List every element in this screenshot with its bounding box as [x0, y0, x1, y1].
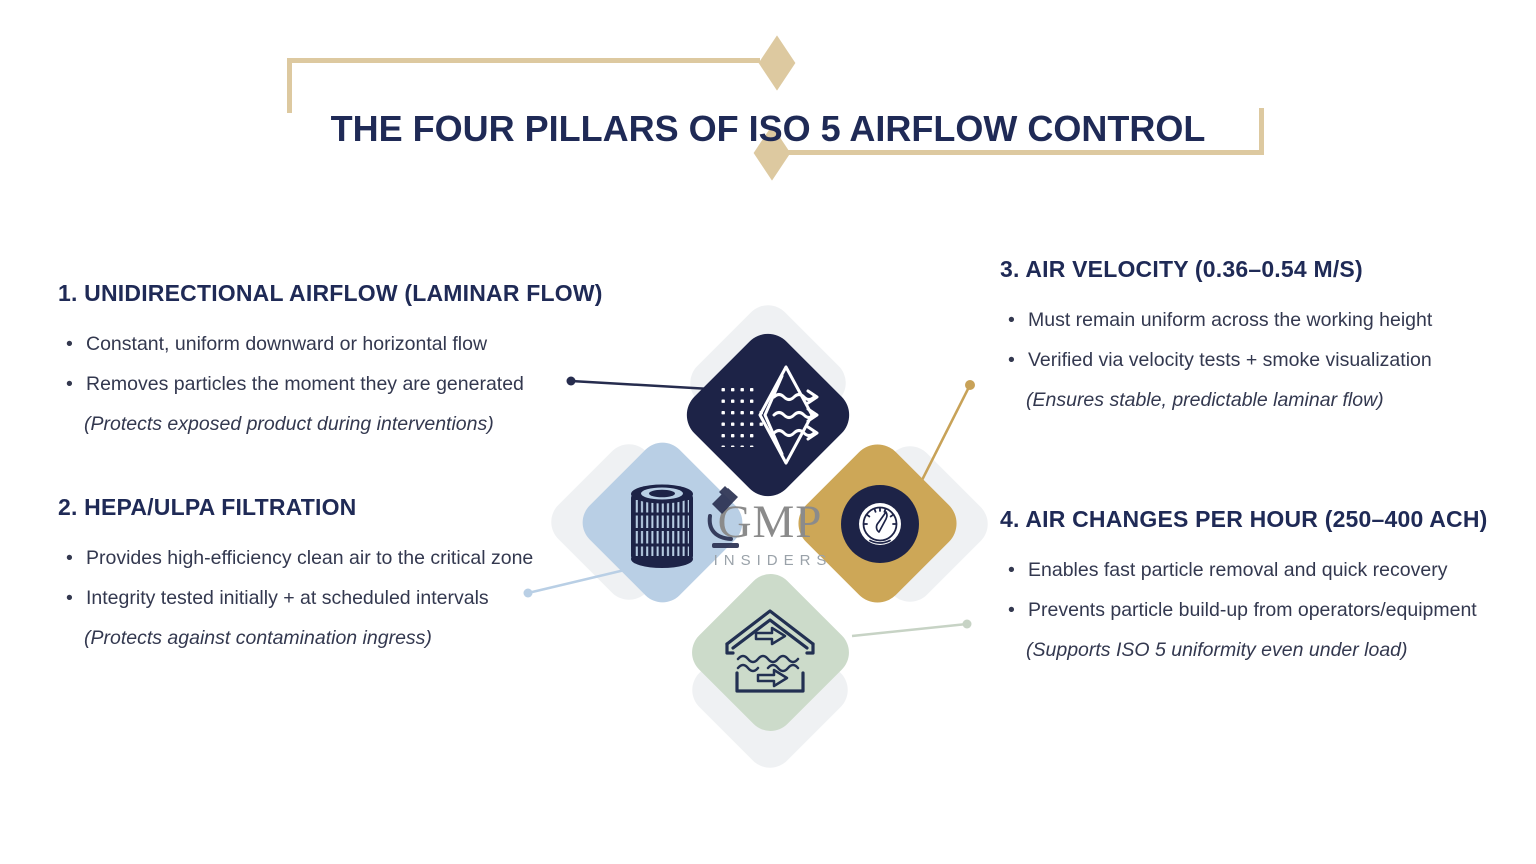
title-accent-line-top [287, 58, 760, 63]
bullet-item: Integrity tested initially + at schedule… [62, 585, 536, 612]
bullet-item: Prevents particle build-up from operator… [1004, 597, 1536, 624]
watermark-subtitle: INSIDERS [713, 552, 833, 569]
connector-dot-pillar3 [965, 380, 975, 390]
pillar-4-note: (Supports ISO 5 uniformity even under lo… [1026, 639, 1408, 661]
pillar-3-heading: 3. AIR VELOCITY (0.36–0.54 M/S) [1000, 256, 1363, 282]
pillar-3-bullets: Must remain uniform across the working h… [1004, 307, 1500, 374]
microscope-icon [704, 486, 748, 555]
title-accent-corner-left [287, 58, 292, 113]
bullet-item: Must remain uniform across the working h… [1004, 307, 1500, 334]
page-title: THE FOUR PILLARS OF ISO 5 AIRFLOW CONTRO… [330, 108, 1206, 150]
bullet-item: Verified via velocity tests + smoke visu… [1004, 347, 1500, 374]
pillar-4-section: 4. AIR CHANGES PER HOUR (250–400 ACH) En… [1000, 506, 1536, 664]
pillar-3-note: (Ensures stable, predictable laminar flo… [1026, 389, 1384, 411]
pillar-4-heading: 4. AIR CHANGES PER HOUR (250–400 ACH) [1000, 506, 1488, 532]
velocity-gauge-icon [841, 485, 919, 563]
pillar-2-bullets: Provides high-efficiency clean air to th… [62, 545, 536, 612]
pillar-2-section: 2. HEPA/ULPA FILTRATION Provides high-ef… [58, 494, 536, 652]
diamond-accent-top [758, 35, 796, 91]
title-accent-line-bottom [786, 150, 1264, 155]
laminar-flow-icon [712, 365, 824, 470]
watermark-brand: GMP [717, 496, 823, 548]
pillar-2-heading: 2. HEPA/ULPA FILTRATION [58, 494, 357, 520]
pillar-1-heading: 1. UNIDIRECTIONAL AIRFLOW (LAMINAR FLOW) [58, 280, 603, 306]
pillar-1-section: 1. UNIDIRECTIONAL AIRFLOW (LAMINAR FLOW)… [58, 280, 678, 438]
connector-dot-pillar4 [962, 619, 972, 629]
bullet-item: Provides high-efficiency clean air to th… [62, 545, 536, 572]
hepa-filter-cartridge-icon [629, 472, 695, 575]
bullet-item: Removes particles the moment they are ge… [62, 371, 678, 398]
pillar-1-bullets: Constant, uniform downward or horizontal… [62, 331, 678, 398]
pillar-2-note: (Protects against contamination ingress) [84, 627, 432, 649]
pillar-3-section: 3. AIR VELOCITY (0.36–0.54 M/S) Must rem… [1000, 256, 1500, 414]
air-change-ventilation-icon [720, 603, 820, 702]
pillar-4-bullets: Enables fast particle removal and quick … [1004, 557, 1536, 624]
pillar-1-note: (Protects exposed product during interve… [84, 413, 494, 435]
bullet-item: Constant, uniform downward or horizontal… [62, 331, 678, 358]
bullet-item: Enables fast particle removal and quick … [1004, 557, 1536, 584]
title-accent-corner-right [1259, 108, 1264, 155]
